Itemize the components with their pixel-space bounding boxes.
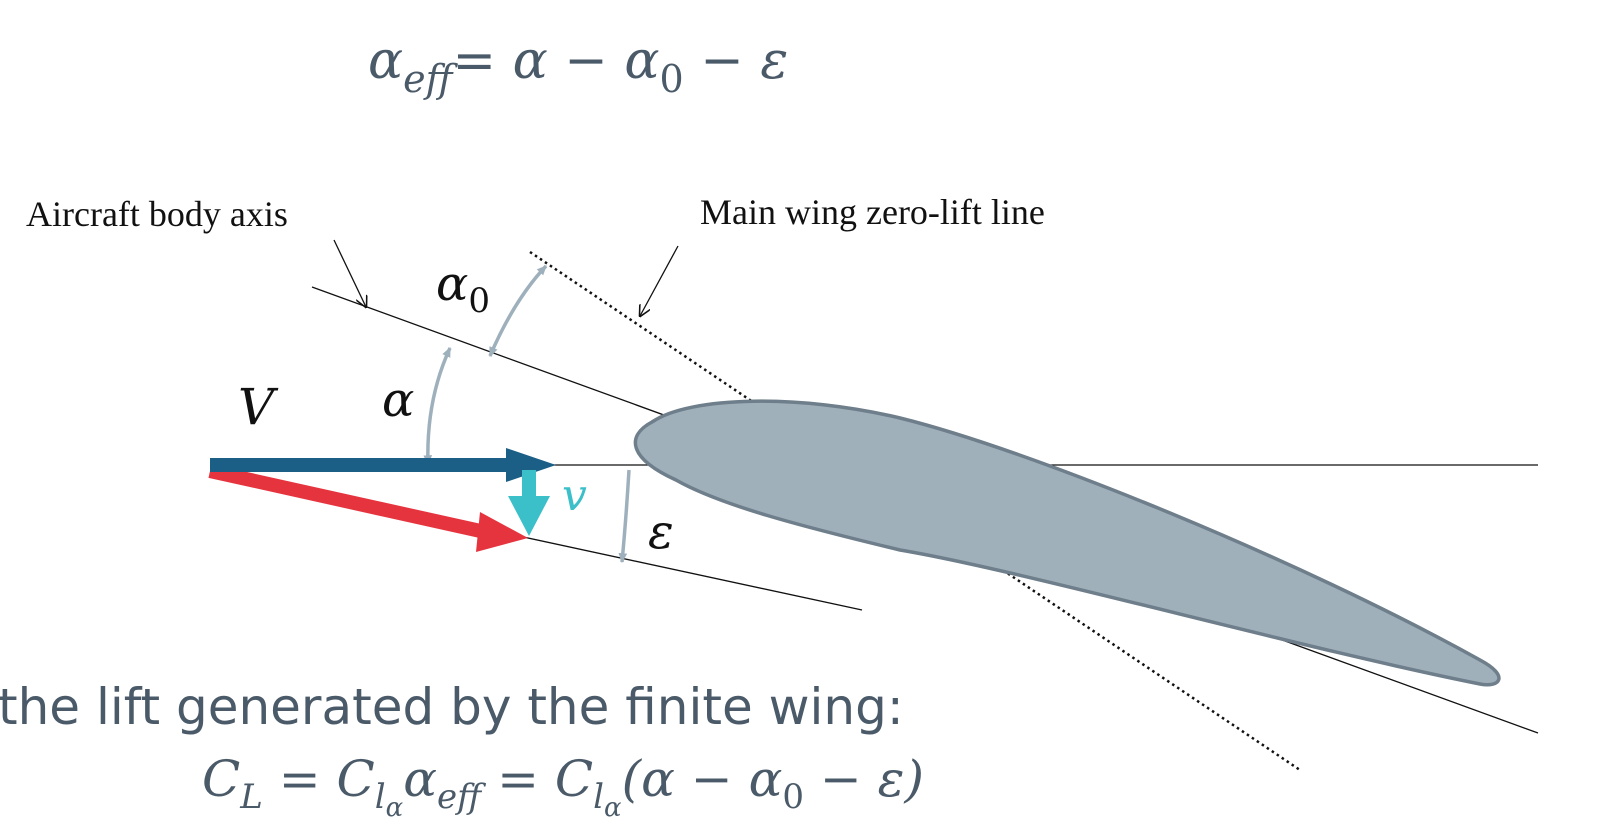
airfoil [633,399,1501,687]
velocity-vectors [208,448,556,552]
angle-arcs [423,264,631,564]
svg-text:CL = Clααeff = Clα(α − α0 − ε): CL = Clααeff = Clα(α − α0 − ε) [202,750,924,823]
zero-lift-leader-arrow [640,245,679,316]
downwash-line [499,531,863,611]
alpha0-arc [488,264,548,358]
downwash-arrow-head [508,496,550,536]
alpha0-label: α0 [436,256,490,321]
lift-coefficient-equation: CL = Clααeff = Clα(α − α0 − ε) [202,750,924,823]
freestream-arrow-head [506,448,556,482]
effective-aoa-equation: αeff= α − α0 − ε [368,31,788,101]
finite-wing-lift-intro: the lift generated by the finite wing: [0,678,904,736]
relative-wind-arrow-head [476,512,528,552]
body-axis-leader-arrow [333,239,366,307]
body-axis-label: Aircraft body axis [26,194,288,234]
svg-text:αeff= α − α0 − ε: αeff= α − α0 − ε [368,31,788,101]
zero-lift-line-label: Main wing zero-lift line [700,192,1045,232]
alpha-label: α [382,372,414,428]
epsilon-label: ε [648,504,674,560]
alpha-arc [423,347,452,466]
velocity-label: V [238,378,279,436]
relative-wind-arrow-shaft [208,464,487,539]
epsilon-arc [618,469,631,564]
downwash-label: v [562,470,587,521]
alpha-symbol: α [368,31,403,91]
